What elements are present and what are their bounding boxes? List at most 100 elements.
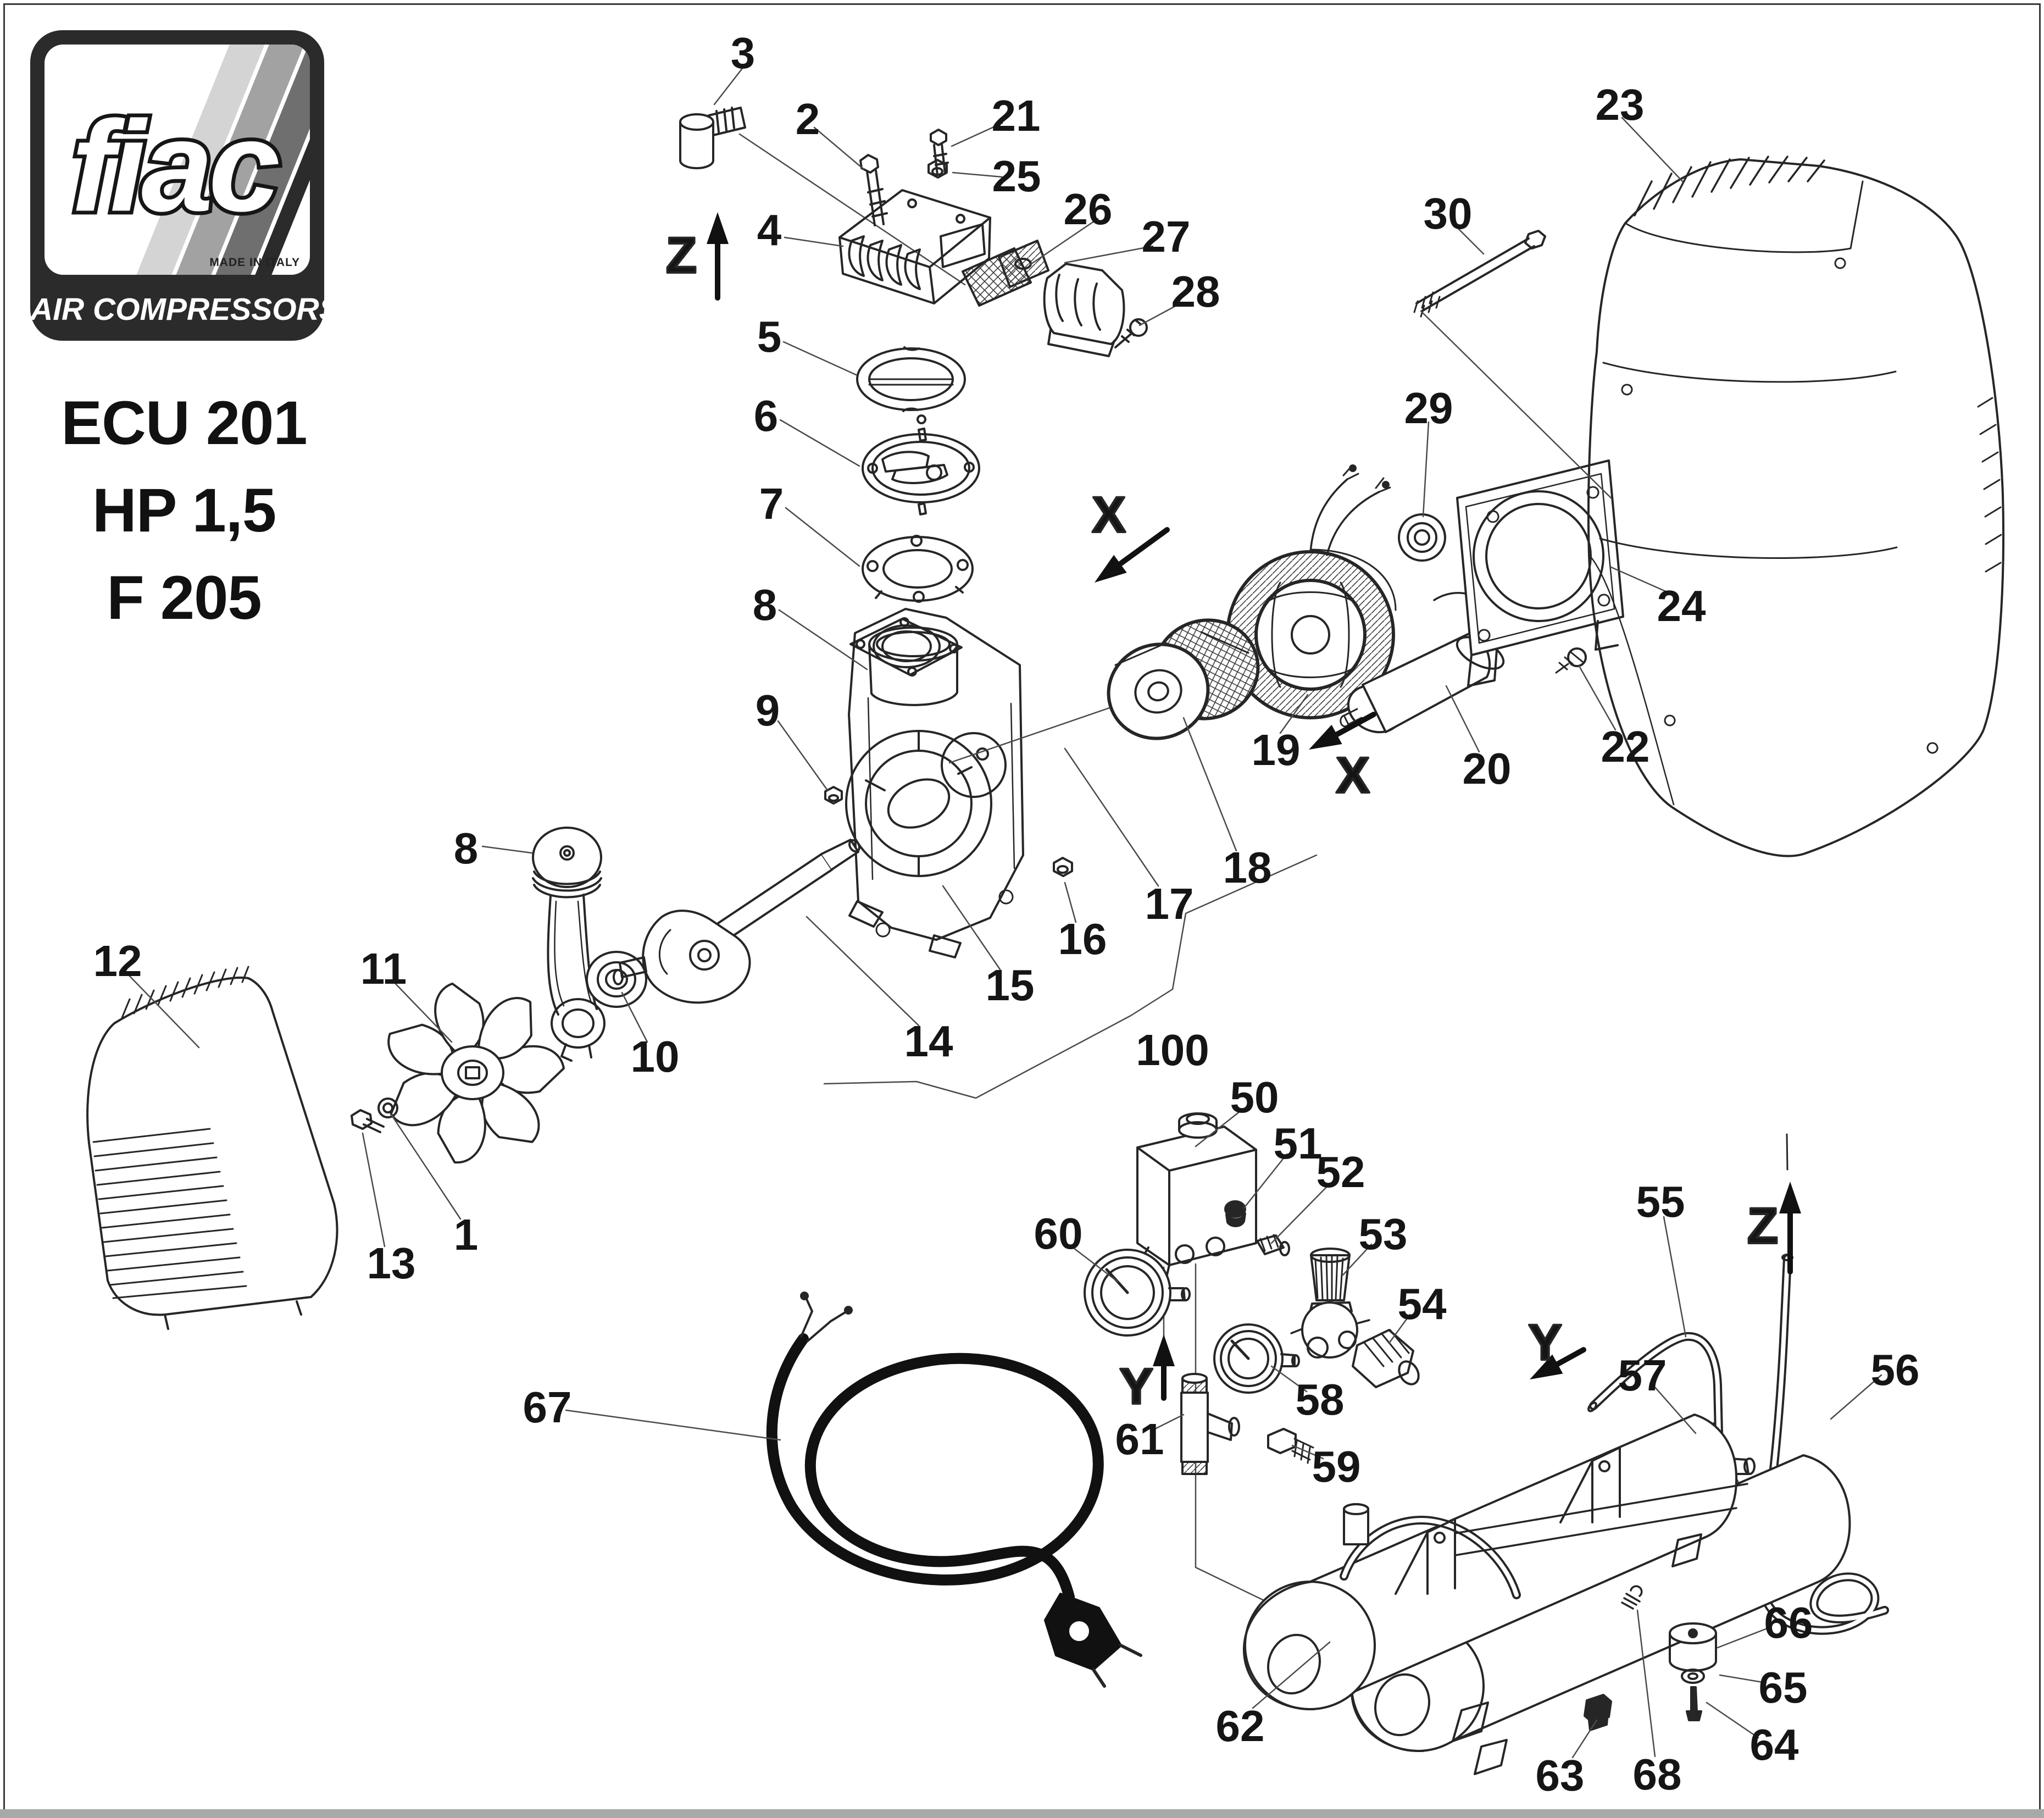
callout-8: 8 xyxy=(454,824,479,873)
leader-line-57 xyxy=(1653,1385,1697,1434)
quick-coupler xyxy=(1352,1329,1420,1388)
leader-line-64 xyxy=(1706,1701,1759,1739)
stator xyxy=(1226,464,1397,719)
leader-line-16 xyxy=(1064,882,1077,923)
callout-3: 3 xyxy=(731,29,756,77)
flange-plate xyxy=(1456,459,1624,687)
axis-letter-Z: Z xyxy=(666,228,697,284)
leader-line-26 xyxy=(1029,218,1099,266)
axis-arrow-head-X xyxy=(1309,724,1342,750)
callout-10: 10 xyxy=(631,1032,680,1081)
leader-line-68 xyxy=(1636,1609,1656,1758)
leader-line-24 xyxy=(1610,566,1669,594)
leader-line-21 xyxy=(951,122,1003,147)
pressure-regulator xyxy=(1290,1248,1370,1359)
callout-11: 11 xyxy=(360,944,407,993)
leader-line-13 xyxy=(362,1132,386,1248)
logo-tagline: AIR COMPRESSORS xyxy=(30,292,324,327)
leader-line-15 xyxy=(942,885,1001,971)
axis-letter-Y: Y xyxy=(1528,1315,1562,1371)
pressure-gauge-small xyxy=(1213,1323,1300,1394)
piston-and-rod xyxy=(532,827,606,1062)
callout-60: 60 xyxy=(1034,1209,1083,1258)
axis-letter-Y: Y xyxy=(1119,1359,1153,1415)
leader-line-65 xyxy=(1719,1674,1767,1684)
head-bolt xyxy=(859,154,888,226)
leader-line-58 xyxy=(1270,1365,1308,1393)
axis-arrow-head-X xyxy=(1095,555,1127,583)
callout-4: 4 xyxy=(757,206,782,254)
fiac-logo: fiac MADE IN ITALY AIR COMPRESSORS xyxy=(30,30,324,341)
callout-54: 54 xyxy=(1398,1279,1447,1328)
leader-line-30 xyxy=(1454,224,1485,255)
leader-line-18 xyxy=(1182,717,1237,852)
callout-2: 2 xyxy=(796,95,820,143)
callout-56: 56 xyxy=(1871,1345,1920,1394)
leader-line-53 xyxy=(1342,1243,1373,1276)
leader-line-1 xyxy=(390,1113,462,1220)
callout-53: 53 xyxy=(1359,1210,1408,1259)
head-gasket xyxy=(856,346,966,412)
callout-58: 58 xyxy=(1296,1375,1345,1424)
leader-line-10 xyxy=(621,991,648,1043)
belt-guard-cover xyxy=(1587,156,2005,857)
callout-100: 100 xyxy=(1136,1026,1209,1074)
leader-line-19 xyxy=(1279,694,1309,734)
crankcase-nut xyxy=(824,786,843,805)
valve-plate xyxy=(862,414,980,516)
leader-line-23 xyxy=(1621,117,1684,182)
leader-line-54 xyxy=(1388,1313,1411,1344)
callout-17: 17 xyxy=(1145,879,1194,928)
leader-line-55 xyxy=(1663,1216,1687,1338)
pressure-gauge-large xyxy=(1084,1249,1191,1337)
callout-1: 1 xyxy=(454,1210,479,1259)
callout-15: 15 xyxy=(986,961,1035,1010)
leader-line-56 xyxy=(1830,1374,1882,1420)
callout-26: 26 xyxy=(1064,185,1113,234)
callout-12: 12 xyxy=(93,936,142,985)
leader-line-62 xyxy=(1252,1641,1331,1709)
callout-6: 6 xyxy=(754,391,779,440)
leader-line-28 xyxy=(1138,301,1184,326)
air-tank xyxy=(1242,1414,1851,1775)
voltage-spec: SINGLE PHASE V.230-50Hz MONOFASE V.230-5… xyxy=(23,1696,798,1818)
callout-14: 14 xyxy=(904,1017,953,1066)
axis-arrow-head-Z xyxy=(1779,1182,1801,1213)
leader-line-27 xyxy=(1064,245,1154,264)
callout-30: 30 xyxy=(1424,189,1473,238)
leader-line-67 xyxy=(565,1409,781,1441)
page-bottom-strip xyxy=(0,1809,2044,1818)
leader-line-2 xyxy=(813,126,865,170)
power-plug xyxy=(1044,1593,1142,1688)
leader-line-20 xyxy=(1445,685,1480,753)
tie-bolt xyxy=(1413,230,1546,318)
axis-arrow-head-Z xyxy=(707,212,729,244)
callout-27: 27 xyxy=(1142,212,1191,261)
callout-29: 29 xyxy=(1404,384,1453,433)
axis-letter-Z: Z xyxy=(1747,1198,1778,1254)
leader-line-50 xyxy=(1195,1108,1244,1148)
callout-22: 22 xyxy=(1601,722,1650,771)
elbow-fitting xyxy=(679,107,746,169)
leader-line-11 xyxy=(392,980,453,1043)
tee-fitting-vertical xyxy=(1180,1373,1240,1475)
leader-line-60 xyxy=(1070,1245,1119,1283)
axis-arrow-head-Y xyxy=(1153,1334,1175,1366)
guard-screw xyxy=(1555,647,1587,674)
callout-61: 61 xyxy=(1115,1415,1164,1464)
leader-line-8 xyxy=(778,609,868,670)
callout-18: 18 xyxy=(1223,843,1272,892)
leader-line-29 xyxy=(1422,421,1430,518)
leader-line-3 xyxy=(713,64,746,106)
foot-washer xyxy=(1681,1669,1705,1684)
leader-line-63 xyxy=(1571,1719,1598,1759)
leader-line-4 xyxy=(784,236,844,247)
head-cover xyxy=(1043,263,1125,357)
reed-valve-plate xyxy=(962,247,1032,307)
leader-line-6 xyxy=(779,419,860,467)
callout-65: 65 xyxy=(1759,1663,1808,1712)
